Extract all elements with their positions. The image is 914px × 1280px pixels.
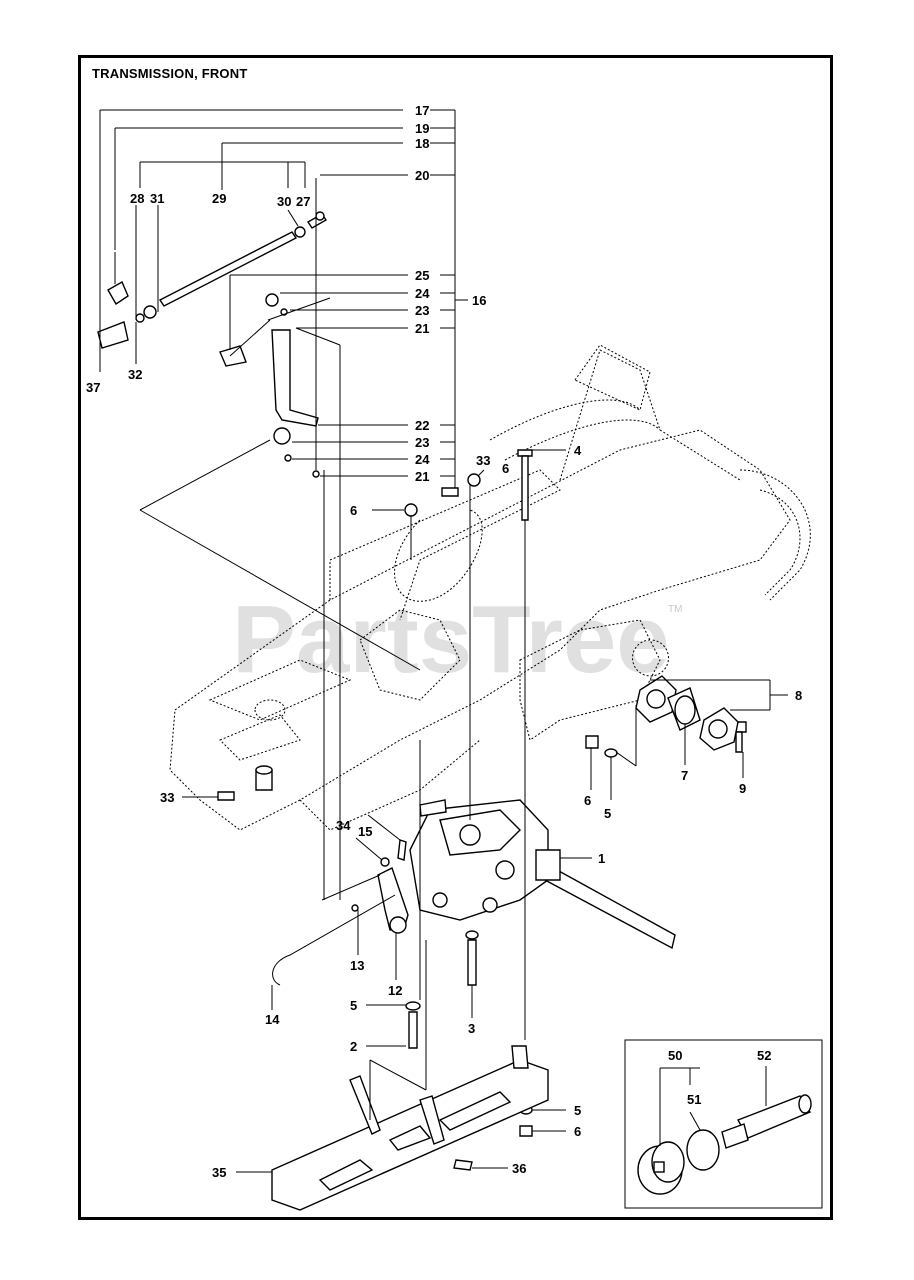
callout-27: 27 [296, 194, 310, 209]
callout-21-top: 21 [415, 321, 429, 336]
callout-17: 17 [415, 103, 429, 118]
callout-6-top: 6 [502, 461, 509, 476]
callout-4: 4 [574, 443, 582, 458]
callout-2: 2 [350, 1039, 357, 1054]
callout-24-top: 24 [415, 286, 430, 301]
callout-13: 13 [350, 958, 364, 973]
callout-8: 8 [795, 688, 802, 703]
inset-kit [624, 1039, 823, 1209]
callout-33-top: 33 [476, 453, 490, 468]
callout-52: 52 [757, 1048, 771, 1063]
callout-19: 19 [415, 121, 429, 136]
callout-31: 31 [150, 191, 164, 206]
leader-lines [99, 109, 788, 1173]
callout-6-right: 6 [584, 793, 591, 808]
callout-34: 34 [336, 818, 351, 833]
callout-labels: 17 19 18 20 28 31 29 30 27 25 24 23 21 1… [86, 103, 802, 1180]
callout-24-bottom: 24 [415, 452, 430, 467]
callout-37: 37 [86, 380, 100, 395]
callout-7: 7 [681, 768, 688, 783]
callout-6-left: 6 [350, 503, 357, 518]
watermark: PartsTree [232, 586, 670, 693]
callout-25: 25 [415, 268, 429, 283]
callout-6-bottom: 6 [574, 1124, 581, 1139]
callout-18: 18 [415, 136, 429, 151]
callout-35: 35 [212, 1165, 226, 1180]
callout-32: 32 [128, 367, 142, 382]
callout-21-bottom: 21 [415, 469, 429, 484]
seal-kit [635, 675, 739, 751]
callout-16: 16 [472, 293, 486, 308]
diagram-frame [78, 55, 833, 1220]
linkage-parts [97, 211, 331, 478]
callout-20: 20 [415, 168, 429, 183]
callout-33-left: 33 [160, 790, 174, 805]
callout-28: 28 [130, 191, 144, 206]
callout-5-right: 5 [604, 806, 611, 821]
callout-22: 22 [415, 418, 429, 433]
transmission-unit [409, 799, 676, 950]
control-lever [272, 839, 409, 986]
callout-5-bottom: 5 [574, 1103, 581, 1118]
watermark-tm: TM [668, 604, 682, 615]
callout-23-bottom: 23 [415, 435, 429, 450]
callout-30: 30 [277, 194, 291, 209]
diagram-title: TRANSMISSION, FRONT [92, 66, 248, 81]
callout-12: 12 [388, 983, 402, 998]
callout-15: 15 [358, 824, 372, 839]
callout-9: 9 [739, 781, 746, 796]
callout-1: 1 [598, 851, 605, 866]
callout-23-top: 23 [415, 303, 429, 318]
chassis-frame [169, 344, 811, 831]
callout-5-mid: 5 [350, 998, 357, 1013]
skid-plate [271, 1045, 549, 1211]
callout-36: 36 [512, 1161, 526, 1176]
callout-29: 29 [212, 191, 226, 206]
callout-14: 14 [265, 1012, 280, 1027]
callout-50: 50 [668, 1048, 682, 1063]
callout-51: 51 [687, 1092, 701, 1107]
callout-3: 3 [468, 1021, 475, 1036]
